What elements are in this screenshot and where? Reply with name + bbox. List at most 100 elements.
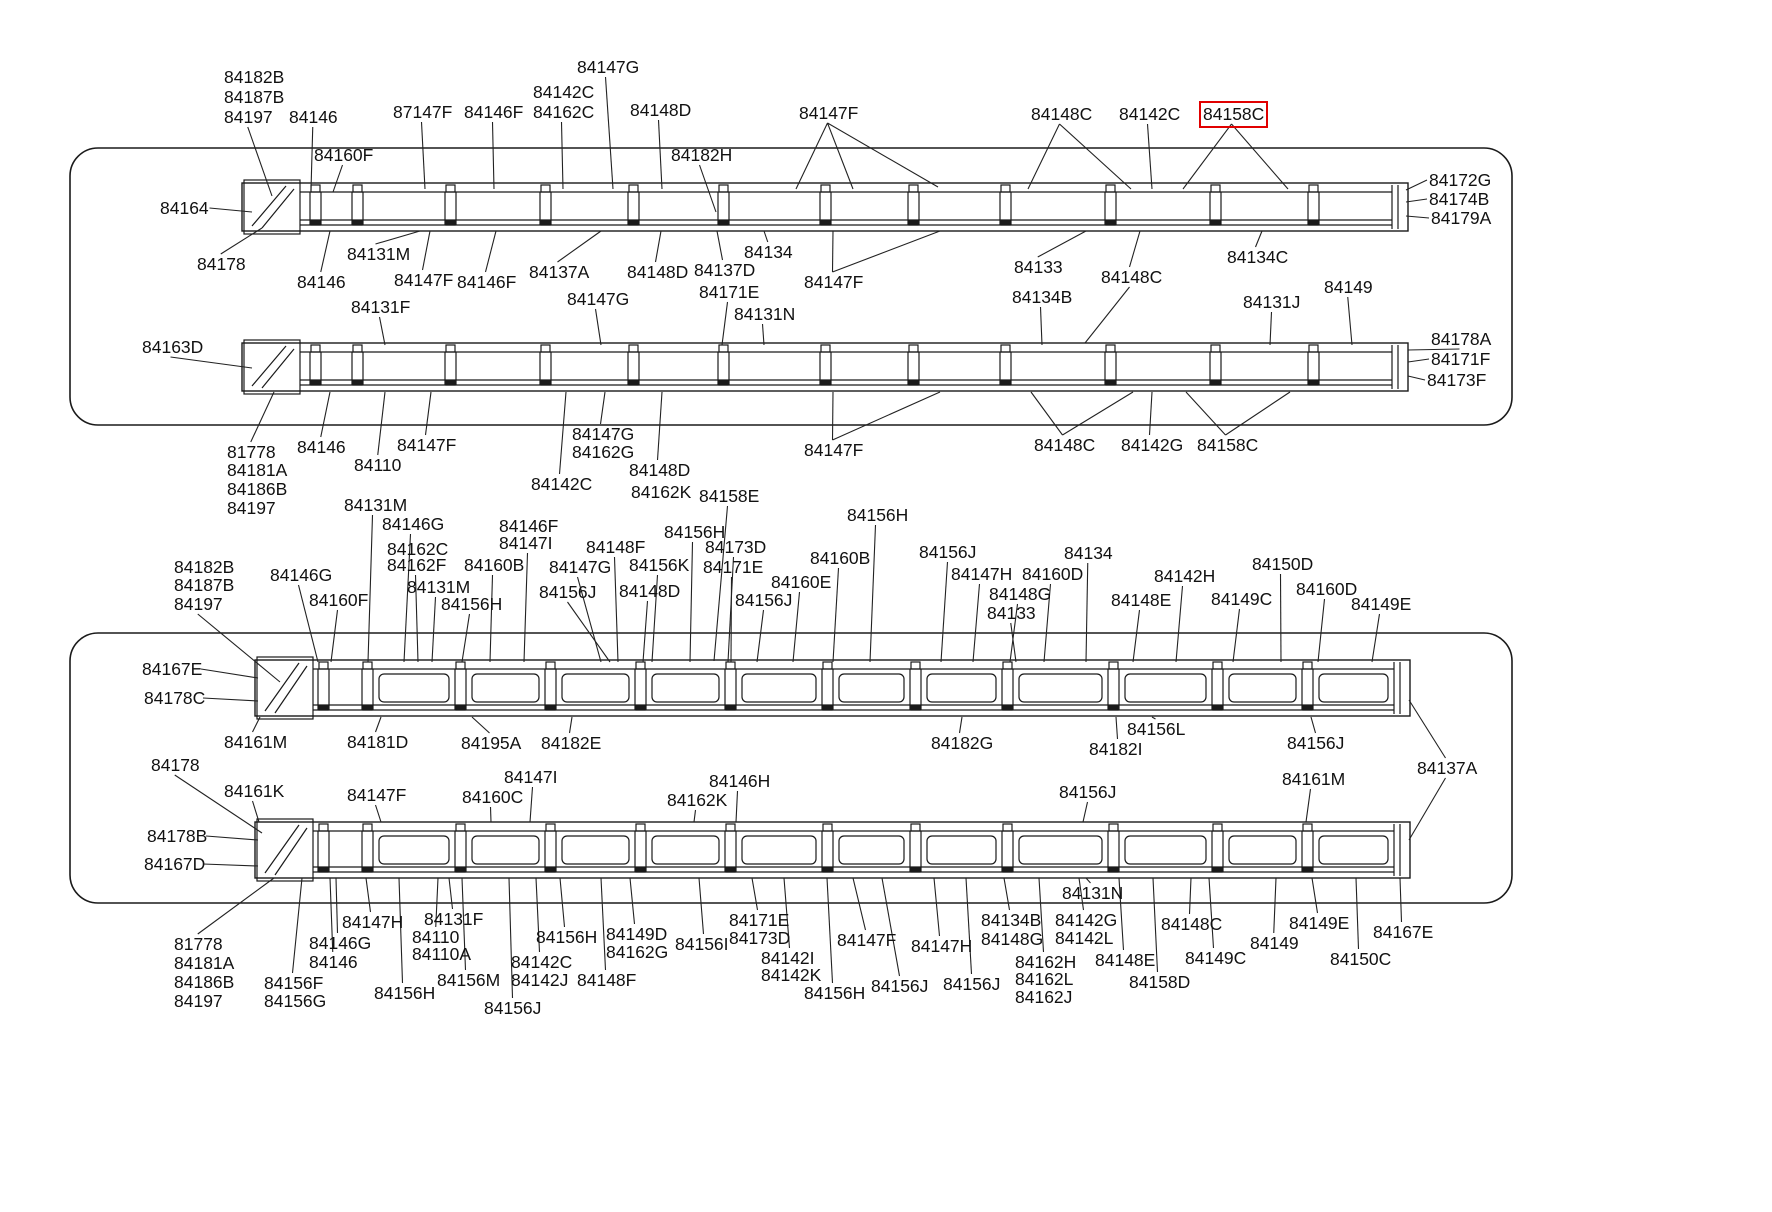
part-label-84148C[interactable]: 84148C xyxy=(1161,914,1223,934)
part-label-84186B[interactable]: 84186B xyxy=(227,479,288,499)
part-label-84156H[interactable]: 84156H xyxy=(536,927,598,947)
part-label-84149[interactable]: 84149 xyxy=(1324,277,1373,297)
part-label-84160E[interactable]: 84160E xyxy=(771,572,832,592)
part-label-84181A[interactable]: 84181A xyxy=(174,953,235,973)
part-label-84134B[interactable]: 84134B xyxy=(981,910,1042,930)
part-label-84149C[interactable]: 84149C xyxy=(1211,589,1273,609)
part-label-84160C[interactable]: 84160C xyxy=(462,787,524,807)
part-label-84146G[interactable]: 84146G xyxy=(270,565,333,585)
part-label-84131F[interactable]: 84131F xyxy=(424,909,484,929)
part-label-84134C[interactable]: 84134C xyxy=(1227,247,1289,267)
part-label-84149D[interactable]: 84149D xyxy=(606,924,668,944)
part-label-84147F[interactable]: 84147F xyxy=(804,440,864,460)
part-label-84146[interactable]: 84146 xyxy=(297,272,346,292)
part-label-84147G[interactable]: 84147G xyxy=(567,289,630,309)
part-label-84150D[interactable]: 84150D xyxy=(1252,554,1314,574)
part-label-84133[interactable]: 84133 xyxy=(1014,257,1063,277)
part-label-84156J[interactable]: 84156J xyxy=(539,582,597,602)
part-label-84146F[interactable]: 84146F xyxy=(464,102,524,122)
part-label-84147I[interactable]: 84147I xyxy=(504,767,558,787)
part-label-84146F[interactable]: 84146F xyxy=(499,516,559,536)
part-label-84173D[interactable]: 84173D xyxy=(729,928,791,948)
part-label-84156M[interactable]: 84156M xyxy=(437,970,501,990)
part-label-84142C[interactable]: 84142C xyxy=(531,474,593,494)
part-label-84147H[interactable]: 84147H xyxy=(911,936,973,956)
part-label-84162C[interactable]: 84162C xyxy=(533,102,595,122)
part-label-84147G[interactable]: 84147G xyxy=(577,57,640,77)
part-label-84142I[interactable]: 84142I xyxy=(761,948,815,968)
part-label-84163D[interactable]: 84163D xyxy=(142,337,204,357)
part-label-84172G[interactable]: 84172G xyxy=(1429,170,1492,190)
part-label-84142C[interactable]: 84142C xyxy=(511,952,573,972)
part-label-84142K[interactable]: 84142K xyxy=(761,965,822,985)
part-label-84146G[interactable]: 84146G xyxy=(382,514,445,534)
part-label-84131N[interactable]: 84131N xyxy=(1062,883,1124,903)
part-label-84161M[interactable]: 84161M xyxy=(224,732,288,752)
part-label-84160F[interactable]: 84160F xyxy=(314,145,374,165)
part-label-84173D[interactable]: 84173D xyxy=(705,537,767,557)
part-label-84160B[interactable]: 84160B xyxy=(810,548,871,568)
part-label-84156K[interactable]: 84156K xyxy=(629,555,690,575)
part-label-84134[interactable]: 84134 xyxy=(1064,543,1113,563)
part-label-84148C[interactable]: 84148C xyxy=(1031,104,1093,124)
part-label-84167E[interactable]: 84167E xyxy=(1373,922,1434,942)
part-label-84147H[interactable]: 84147H xyxy=(342,912,404,932)
part-label-84148D[interactable]: 84148D xyxy=(629,460,691,480)
part-label-84156H[interactable]: 84156H xyxy=(804,983,866,1003)
part-label-84156J[interactable]: 84156J xyxy=(919,542,977,562)
part-label-84162J[interactable]: 84162J xyxy=(1015,987,1073,1007)
part-label-84156G[interactable]: 84156G xyxy=(264,991,327,1011)
part-label-84182B[interactable]: 84182B xyxy=(174,557,235,577)
part-label-84134B[interactable]: 84134B xyxy=(1012,287,1073,307)
part-label-84147F[interactable]: 84147F xyxy=(394,270,454,290)
part-label-84147F[interactable]: 84147F xyxy=(804,272,864,292)
part-label-84148E[interactable]: 84148E xyxy=(1095,950,1156,970)
part-label-84197[interactable]: 84197 xyxy=(224,107,273,127)
part-label-84148G[interactable]: 84148G xyxy=(981,929,1044,949)
part-label-84147F[interactable]: 84147F xyxy=(837,930,897,950)
part-label-84131F[interactable]: 84131F xyxy=(351,297,411,317)
part-label-84195A[interactable]: 84195A xyxy=(461,733,522,753)
part-label-84160B[interactable]: 84160B xyxy=(464,555,525,575)
part-label-84174B[interactable]: 84174B xyxy=(1429,189,1490,209)
part-label-84142C[interactable]: 84142C xyxy=(1119,104,1181,124)
part-label-84148D[interactable]: 84148D xyxy=(619,581,681,601)
part-label-84162L[interactable]: 84162L xyxy=(1015,969,1074,989)
part-label-84137A[interactable]: 84137A xyxy=(1417,758,1478,778)
part-label-84162K[interactable]: 84162K xyxy=(667,790,728,810)
part-label-84179A[interactable]: 84179A xyxy=(1431,208,1492,228)
part-label-84146[interactable]: 84146 xyxy=(309,952,358,972)
part-label-84148D[interactable]: 84148D xyxy=(627,262,689,282)
part-label-84156H[interactable]: 84156H xyxy=(441,594,503,614)
part-label-84186B[interactable]: 84186B xyxy=(174,972,235,992)
part-label-81778[interactable]: 81778 xyxy=(227,442,276,462)
part-label-84156J[interactable]: 84156J xyxy=(1287,733,1345,753)
part-label-84142G[interactable]: 84142G xyxy=(1121,435,1184,455)
part-label-84134[interactable]: 84134 xyxy=(744,242,793,262)
part-label-84158C-highlighted[interactable]: 84158C xyxy=(1198,101,1269,128)
part-label-84148E[interactable]: 84148E xyxy=(1111,590,1172,610)
part-label-84164[interactable]: 84164 xyxy=(160,198,209,218)
part-label-84147G[interactable]: 84147G xyxy=(549,557,612,577)
part-label-84178[interactable]: 84178 xyxy=(197,254,246,274)
part-label-84178C[interactable]: 84178C xyxy=(144,688,206,708)
part-label-84149E[interactable]: 84149E xyxy=(1289,913,1350,933)
part-label-84187B[interactable]: 84187B xyxy=(174,575,235,595)
part-label-84161K[interactable]: 84161K xyxy=(224,781,285,801)
part-label-84131M[interactable]: 84131M xyxy=(344,495,408,515)
part-label-84181A[interactable]: 84181A xyxy=(227,460,288,480)
part-label-84156H[interactable]: 84156H xyxy=(374,983,436,1003)
part-label-84147F[interactable]: 84147F xyxy=(799,103,859,123)
part-label-84161M[interactable]: 84161M xyxy=(1282,769,1346,789)
part-label-84131J[interactable]: 84131J xyxy=(1243,292,1301,312)
part-label-84149C[interactable]: 84149C xyxy=(1185,948,1247,968)
part-label-84156H[interactable]: 84156H xyxy=(664,522,726,542)
part-label-84156J[interactable]: 84156J xyxy=(484,998,542,1018)
part-label-84146H[interactable]: 84146H xyxy=(709,771,771,791)
part-label-84131M[interactable]: 84131M xyxy=(347,244,411,264)
part-label-84146[interactable]: 84146 xyxy=(289,107,338,127)
part-label-84167D[interactable]: 84167D xyxy=(144,854,206,874)
part-label-84156H[interactable]: 84156H xyxy=(847,505,909,525)
part-label-84156J[interactable]: 84156J xyxy=(943,974,1001,994)
part-label-84178B[interactable]: 84178B xyxy=(147,826,208,846)
